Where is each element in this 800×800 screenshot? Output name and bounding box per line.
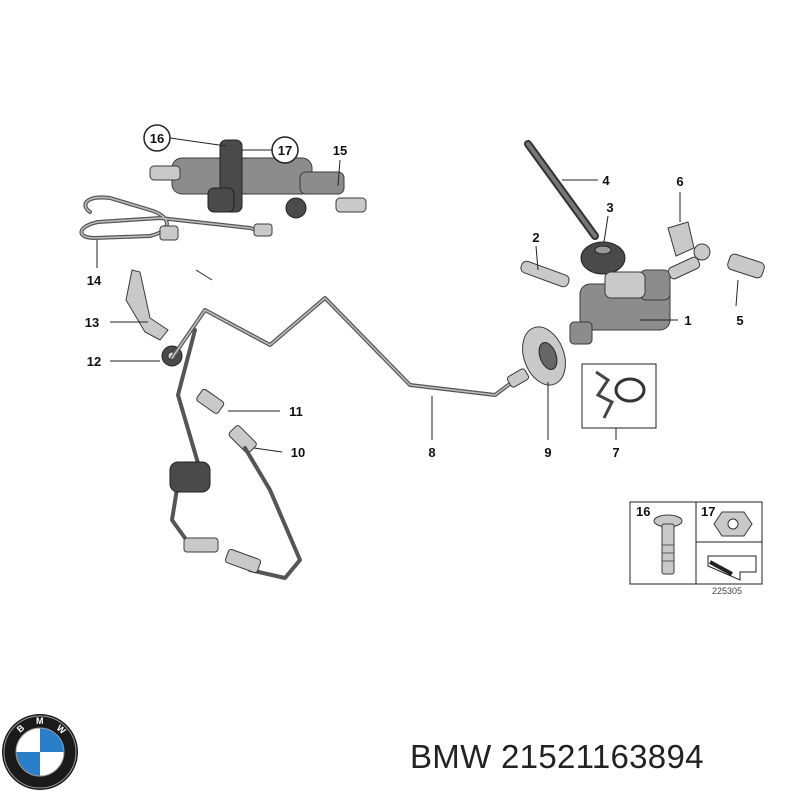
clevis xyxy=(727,253,765,279)
callout-5: 5 xyxy=(736,313,743,328)
push-rod xyxy=(524,140,599,240)
callout-14: 14 xyxy=(87,273,102,288)
master-cylinder xyxy=(569,243,711,345)
callout-13: 13 xyxy=(85,315,99,330)
dust-boot xyxy=(580,241,626,275)
callout-7: 7 xyxy=(612,445,619,460)
callout-9: 9 xyxy=(544,445,551,460)
callout-8: 8 xyxy=(428,445,435,460)
clip xyxy=(667,221,695,257)
callout-12: 12 xyxy=(87,354,101,369)
svg-text:16: 16 xyxy=(150,131,164,146)
bmw-logo: B M W xyxy=(2,714,78,790)
callout-6: 6 xyxy=(676,174,683,189)
flexible-hose xyxy=(169,446,302,580)
inset-label-16: 16 xyxy=(636,504,650,519)
callout-10: 10 xyxy=(291,445,305,460)
callout-2: 2 xyxy=(532,230,539,245)
callout-17: 17 xyxy=(271,136,299,164)
callout-16: 16 xyxy=(143,124,171,152)
inset-label-17: 17 xyxy=(701,504,715,519)
leader-lines xyxy=(96,137,739,453)
coiled-hose xyxy=(79,195,273,241)
callout-15: 15 xyxy=(333,143,347,158)
svg-text:B: B xyxy=(15,722,27,734)
pipe-fitting-10 xyxy=(228,425,257,454)
nut-illustration xyxy=(713,511,753,537)
svg-text:17: 17 xyxy=(278,143,292,158)
arrow-icon xyxy=(707,555,757,581)
clutch-pipe xyxy=(170,296,530,472)
callout-3: 3 xyxy=(606,200,613,215)
pin xyxy=(520,260,570,288)
fastener-inset: 16 17 225305 xyxy=(629,501,763,596)
bolt-illustration xyxy=(653,514,683,575)
callout-11: 11 xyxy=(289,404,303,419)
mounting-bracket xyxy=(125,269,169,341)
part-number-caption: BMW 21521163894 xyxy=(410,738,704,775)
flange-seal xyxy=(522,326,566,386)
drawing-reference-number: 225305 xyxy=(712,586,742,596)
pipe-fitting-11 xyxy=(196,388,225,414)
callout-4: 4 xyxy=(602,173,610,188)
svg-text:M: M xyxy=(36,716,44,726)
clip-oring-kit xyxy=(581,363,657,429)
slave-cylinder xyxy=(149,139,367,219)
callout-1: 1 xyxy=(684,313,691,328)
